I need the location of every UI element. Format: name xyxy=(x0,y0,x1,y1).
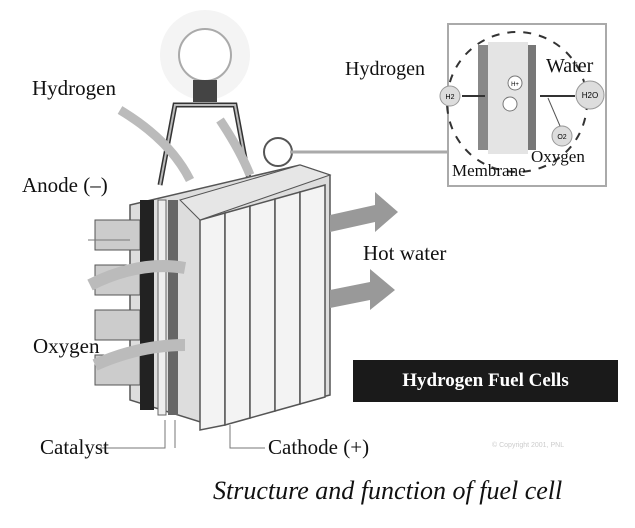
label-hot-water: Hot water xyxy=(363,241,447,265)
light-bulb-icon xyxy=(160,10,250,102)
hot-water-arrow-icon xyxy=(330,192,398,310)
h-plus-symbol: H+ xyxy=(511,82,519,88)
h2-symbol: H2 xyxy=(446,94,455,101)
title-badge: Hydrogen Fuel Cells xyxy=(353,360,618,402)
label-anode: Anode (–) xyxy=(22,173,108,197)
label-catalyst: Catalyst xyxy=(40,435,109,459)
label-cathode: Cathode (+) xyxy=(268,435,370,459)
label-hydrogen: Hydrogen xyxy=(32,76,116,100)
inset-label-hydrogen: Hydrogen xyxy=(345,58,425,80)
inset-label-water: Water xyxy=(546,55,594,77)
membrane-inset: H2O H2 O2 H+ xyxy=(439,23,607,187)
label-oxygen: Oxygen xyxy=(33,334,100,358)
fuel-cell-stack xyxy=(94,164,332,431)
figure-caption: Structure and function of fuel cell xyxy=(213,476,563,505)
o2-symbol: O2 xyxy=(557,134,566,141)
inset-label-membrane: Membrane xyxy=(452,161,526,180)
copyright-notice: © Copyright 2001, PNL xyxy=(492,442,565,449)
inset-label-oxygen: Oxygen xyxy=(531,147,585,166)
h2o-symbol: H2O xyxy=(582,91,598,100)
